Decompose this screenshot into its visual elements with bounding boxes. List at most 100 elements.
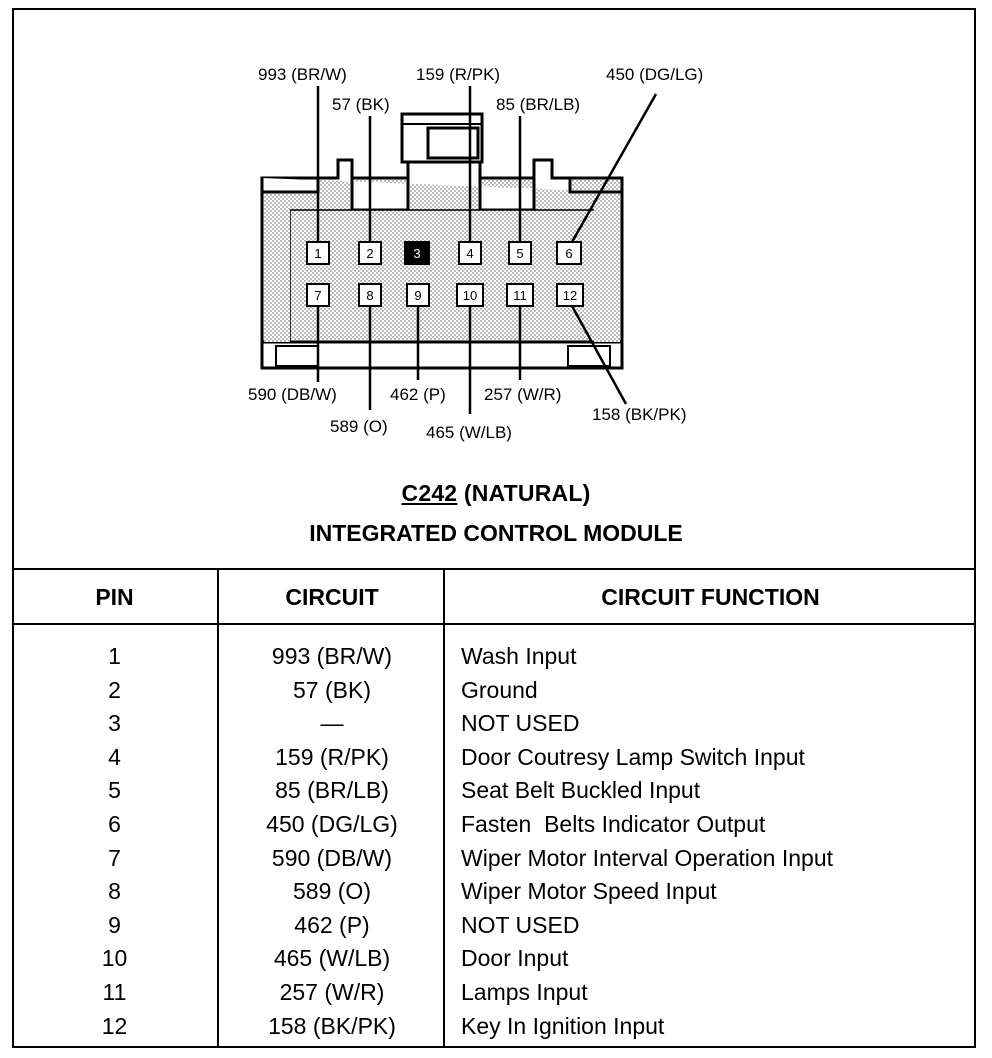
table-row: 7 590 (DB/W) Wiper Motor Interval Operat… [12,842,976,876]
circuit-cell: 590 (DB/W) [271,844,393,871]
function-cell: NOT USED [461,710,580,737]
function-cell: Key In Ignition Input [461,1012,665,1039]
connector-id: C242 [401,480,458,506]
wire-label-pin10: 465 (W/LB) [426,423,512,442]
wire-label-pin8: 589 (O) [330,417,388,436]
column-divider [217,568,219,1048]
page-frame [12,8,976,1048]
circuit-cell: 462 (P) [294,911,370,938]
pin-12-number: 12 [563,288,577,303]
wire-label-pin11: 257 (W/R) [484,385,561,404]
function-cell: Ground [461,676,538,703]
table-row: 9 462 (P) NOT USED [12,909,976,943]
function-cell: Lamps Input [461,979,588,1005]
function-cell: Wiper Motor Speed Input [461,878,717,905]
table-row: 10 465 (W/LB) Door Input [12,942,976,976]
pin-6: 6 [556,241,582,265]
pin-5-number: 5 [516,246,523,261]
pin-row-bottom: 7 8 9 10 11 12 [306,283,584,307]
pin-9: 9 [406,283,430,307]
pin-8: 8 [358,283,382,307]
pin-10: 10 [456,283,484,307]
pin-11: 11 [506,283,534,307]
pin-row-top: 1 2 3 4 5 6 [306,241,582,265]
circuit-cell: 450 (DG/LG) [266,811,398,837]
wire-label-pin5: 85 (BR/LB) [496,95,580,114]
function-cell: Door Coutresy Lamp Switch Input [461,743,805,770]
table-row: 6 450 (DG/LG) Fasten Belts Indicator Out… [12,808,976,842]
table-row: 1 993 (BR/W) Wash Input [12,640,976,674]
pin-cell: 6 [108,811,121,837]
wire-label-pin9: 462 (P) [390,385,446,404]
connector-body [260,112,624,370]
circuit-cell: 85 (BR/LB) [275,777,389,804]
function-cell: Seat Belt Buckled Input [461,777,701,804]
pinout-table: PIN CIRCUIT CIRCUIT FUNCTION 1 993 (BR/W… [12,568,976,1048]
wire-label-pin2: 57 (BK) [332,95,390,114]
pin-4-number: 4 [466,246,473,261]
wire-label-pin12: 158 (BK/PK) [592,405,687,424]
connector-color: (NATURAL) [463,480,591,506]
wire-label-pin7: 590 (DB/W) [248,385,337,404]
pin-cell: 8 [108,878,121,905]
pin-cell: 4 [108,743,121,770]
wire-label-pin4: 159 (R/PK) [416,65,500,84]
circuit-cell: 159 (R/PK) [275,743,389,770]
pin-2: 2 [358,241,382,265]
connector-diagram: 1 2 3 4 5 6 7 8 [248,65,703,442]
pin-cell: 5 [108,777,121,804]
function-cell: Door Input [461,945,569,972]
table-row: 5 85 (BR/LB) Seat Belt Buckled Input [12,774,976,808]
pin-3-unused: 3 [404,241,430,265]
module-title: INTEGRATED CONTROL MODULE [309,520,683,546]
circuit-cell: — [320,710,344,737]
circuit-cell: 158 (BK/PK) [268,1012,396,1039]
function-cell: Fasten Belts Indicator Output [461,811,766,837]
table-row: 3 — NOT USED [12,707,976,741]
pin-3-number: 3 [413,246,420,261]
leader-lines-bottom [316,305,628,414]
pin-11-number: 11 [513,288,527,303]
connector-title: C242 (NATURAL) [0,480,992,507]
pin-8-number: 8 [366,288,373,303]
wire-label-pin6: 450 (DG/LG) [606,65,703,84]
table-row: 2 57 (BK) Ground [12,674,976,708]
table-row: 8 589 (O) Wiper Motor Speed Input [12,875,976,909]
pin-cell: 9 [108,911,121,938]
pin-cell: 3 [108,710,121,737]
table-header: PIN CIRCUIT CIRCUIT FUNCTION [12,568,976,625]
pin-cell: 7 [108,844,121,871]
pin-cell: 12 [101,1012,128,1039]
pin-cell: 1 [108,643,121,669]
circuit-cell: 993 (BR/W) [271,643,393,669]
wire-label-pin1: 993 (BR/W) [258,65,347,84]
table-row: 4 159 (R/PK) Door Coutresy Lamp Switch I… [12,741,976,775]
pin-2-number: 2 [366,246,373,261]
function-cell: Wash Input [461,643,577,669]
pin-6-number: 6 [565,246,572,261]
pin-7-number: 7 [314,288,321,303]
header-pin: PIN [95,584,134,610]
pin-5: 5 [508,241,532,265]
leader-lines-top [316,86,658,243]
header-function: CIRCUIT FUNCTION [601,584,820,610]
function-cell: Wiper Motor Interval Operation Input [461,844,833,871]
pin-9-number: 9 [414,288,421,303]
pin-7: 7 [306,283,330,307]
function-cell: NOT USED [461,911,580,938]
pin-cell: 10 [101,945,128,972]
pin-4: 4 [458,241,482,265]
pin-cell: 2 [108,676,121,703]
circuit-cell: 257 (W/R) [279,979,385,1005]
header-circuit: CIRCUIT [285,584,379,610]
pin-12: 12 [556,283,584,307]
pin-cell: 11 [102,979,127,1005]
circuit-cell: 57 (BK) [293,676,371,703]
pin-1: 1 [306,241,330,265]
column-divider [443,568,445,1048]
table-row: 12 158 (BK/PK) Key In Ignition Input [12,1010,976,1044]
table-row: 11 257 (W/R) Lamps Input [12,976,976,1010]
circuit-cell: 589 (O) [293,878,371,905]
pin-10-number: 10 [463,288,477,303]
pin-1-number: 1 [314,246,321,261]
